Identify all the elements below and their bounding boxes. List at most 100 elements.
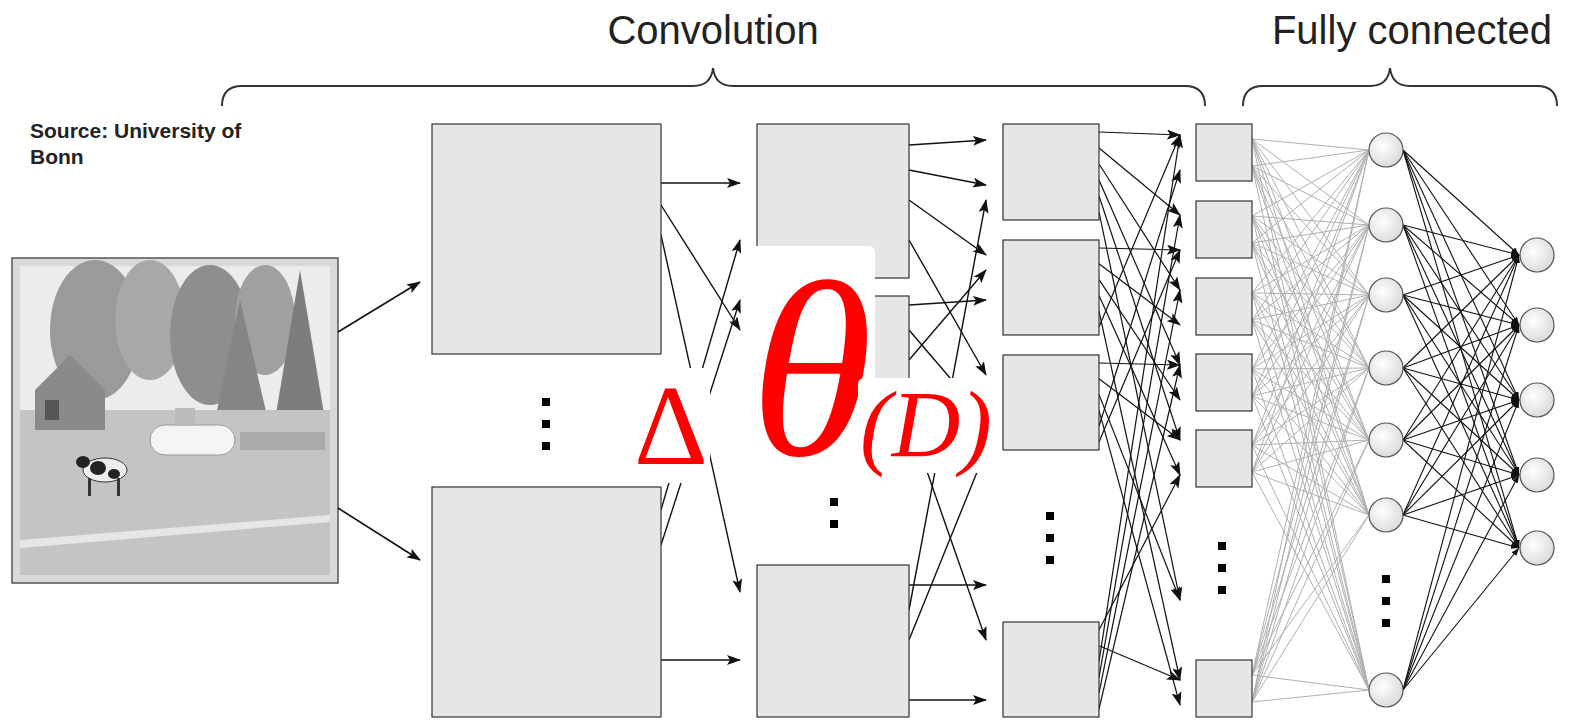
fc-connection [1252,320,1369,690]
ellipsis-dot [1046,534,1054,542]
input-photo [12,258,338,583]
fc-connection [1252,368,1369,472]
fc-connection [1403,515,1519,548]
feature-map [1003,355,1099,450]
ellipsis-dot [542,442,550,450]
feature-map [1196,278,1252,335]
fc-connection [1252,368,1369,702]
fc-connection [1403,368,1519,548]
neuron [1369,278,1403,312]
fc-connection [1252,295,1369,445]
feature-map [432,487,661,717]
ellipsis-dot [830,520,838,528]
fc-connection [1403,225,1519,400]
fc-connection [1403,225,1519,548]
output-neuron [1520,383,1554,417]
fc-connection [1252,295,1369,472]
ellipsis-dot [1046,512,1054,520]
fc-connection [1403,225,1519,475]
ellipsis-dot [542,420,550,428]
fc-connection [1403,325,1519,690]
fc-connection [1403,475,1519,690]
fc-connection [1403,150,1519,475]
feature-map [1196,201,1252,258]
fc-connection [1252,369,1369,515]
fc-connection [1403,325,1519,515]
neuron [1369,498,1403,532]
source-note: Source: University of Bonn [30,118,300,171]
neuron [1369,351,1403,385]
feature-map [1196,124,1252,181]
fc-connection [1403,255,1519,440]
feature-map [1196,354,1252,411]
conv-arrow [909,270,986,360]
fc-connection [1252,295,1369,675]
fc-connection [1252,225,1369,472]
neuron [1369,133,1403,167]
fc-connection [1252,216,1369,690]
fc-connection [1403,295,1519,548]
fc-connection [1252,440,1369,445]
fc-connection [1252,166,1369,440]
conv-arrow [661,182,740,183]
fc-connection [1252,216,1369,225]
fc-connection [1403,255,1519,690]
fc-connection [1252,139,1369,150]
input-arrow [338,508,420,560]
fc-connection [1252,150,1369,369]
fc-connection [1252,139,1369,295]
ellipsis-dot [1046,556,1054,564]
ellipsis-dot [1218,542,1226,550]
conv-arrow [1099,646,1180,680]
conv-arrow [909,699,986,700]
fc-connection [1252,440,1369,675]
fc-connection [1403,325,1519,440]
feature-map [1003,622,1099,717]
input-arrow [338,282,420,332]
fc-connection [1252,368,1369,675]
conv-arrow [909,200,986,255]
brace [222,68,1205,106]
feature-map [1196,660,1252,717]
conv-arrow [1099,132,1180,135]
conv-arrow [1099,365,1180,709]
fc-connection [1403,548,1519,690]
conv-arrow [1099,148,1180,215]
formula-symbol: Δ [632,368,710,483]
fc-connection [1252,368,1369,396]
conv-arrow [909,584,986,585]
feature-map [1196,430,1252,487]
fc-connection [1252,368,1369,445]
fc-connection [1403,400,1519,690]
fc-connection [1252,295,1369,369]
conv-arrow [1099,170,1180,426]
conv-arrow [1099,215,1180,677]
conv-arrow [1099,135,1180,662]
fc-connection [1252,139,1369,515]
conv-arrow [909,450,986,640]
fc-connection [1252,150,1369,675]
fc-connection [1403,150,1519,548]
ellipsis-dot [1218,564,1226,572]
fc-connection [1252,368,1369,369]
output-neuron [1520,531,1554,565]
fc-connection [1403,255,1519,368]
fc-connection [1403,150,1519,255]
conv-arrow [1099,290,1180,693]
output-neuron [1520,458,1554,492]
fc-connection [1403,400,1519,515]
fc-connection [1403,150,1519,325]
formula-symbol: (D) [858,378,994,473]
feature-map [757,565,909,717]
fc-connection [1403,440,1519,548]
fc-connection [1252,150,1369,702]
conv-arrow [1099,264,1180,325]
ellipsis-dot [1218,586,1226,594]
fc-connection [1252,690,1369,702]
formula-symbol: θ [748,246,875,496]
fc-connection [1252,225,1369,675]
conv-arrow [1099,250,1180,442]
ellipsis-dot [830,498,838,506]
conv-arrow [909,300,986,305]
conv-arrow [1099,311,1180,680]
